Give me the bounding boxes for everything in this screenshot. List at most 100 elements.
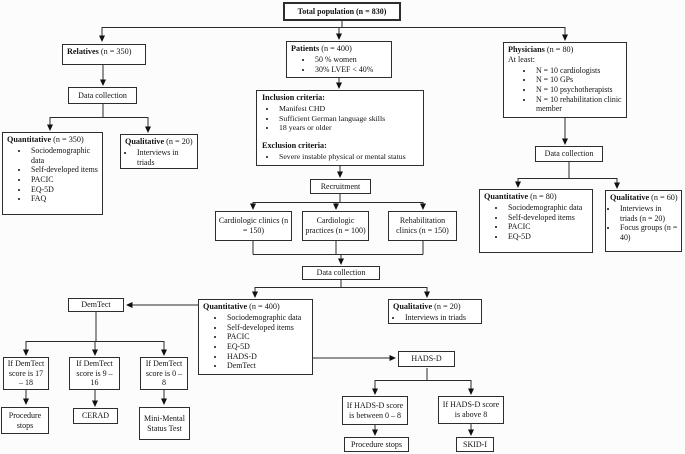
physicians-subtitle: At least: [508, 55, 535, 64]
bullet-item: N = 10 rehabilitation clinic member [534, 95, 624, 114]
node-header: Quantitative (n = 80) [480, 190, 592, 202]
header-rest: (n = 80) [528, 192, 557, 201]
bullet-list: Severe instable physical or mental statu… [257, 152, 423, 162]
header-bold: Qualitative [610, 193, 650, 202]
header-bold: Quantitative [203, 302, 248, 311]
node-cerad: CERAD [73, 408, 118, 424]
header-bold: Physicians [508, 45, 545, 54]
node-procedure-stops-right: Procedure stops [344, 437, 409, 452]
inclusion-criteria-title: Inclusion criteria: [262, 93, 325, 102]
node-label: Rehabilitation clinics (n = 150) [396, 216, 449, 235]
bullet-item: Focus groups (n = 40) [618, 223, 679, 242]
bullet-item: PACIC [506, 222, 590, 232]
bullet-item: Self-developed items [29, 165, 100, 175]
node-label: Procedure stops [351, 439, 402, 449]
node-label: SKID-I [463, 439, 487, 449]
bullet-item: Self-developed items [506, 213, 590, 223]
bullet-item: Sociodemographic data [29, 146, 100, 165]
bullet-item: EQ-5D [506, 232, 590, 242]
node-label: If DemTect score is 17 – 18 [7, 358, 45, 388]
bullet-item: Sociodemographic data [225, 313, 310, 323]
header-rest: (n = 350) [98, 47, 132, 56]
header-rest: (n = 400) [247, 302, 280, 311]
node-label: If HADS-D score is above 8 [442, 400, 500, 419]
bullet-item: 30% LVEF < 40% [313, 65, 389, 75]
node-label: Procedure stops [8, 410, 42, 430]
node-header: Relatives (n = 350) [63, 45, 145, 57]
bullet-item: PACIC [29, 175, 100, 185]
bullet-list: Interviews in triads [389, 313, 481, 323]
node-header: Quantitative (n = 350) [3, 133, 102, 145]
exclusion-criteria-title: Exclusion criteria: [262, 140, 327, 150]
bullet-item: Sociodemographic data [506, 203, 590, 213]
bullet-item: Self-developed items [225, 323, 310, 333]
node-physicians-quantitative: Quantitative (n = 80) Sociodemographic d… [479, 189, 593, 253]
node-label: Data collection [316, 268, 366, 278]
node-total-population: Total population (n = 830) [283, 2, 401, 21]
node-procedure-stops-left: Procedure stops [1, 407, 49, 434]
bullet-list: N = 10 cardiologists N = 10 GPs N = 10 p… [504, 66, 626, 114]
bullet-item: Manifest CHD [277, 104, 421, 114]
node-physicians-qualitative: Qualitative (n = 60) Interviews in triad… [605, 190, 682, 252]
header-bold: Qualitative [393, 302, 433, 311]
bullet-item: Sufficient German language skills [277, 114, 421, 124]
bullet-item: PACIC [225, 332, 310, 342]
node-label: Total population (n = 830) [297, 6, 387, 16]
bullet-list: Sociodemographic data Self-developed ite… [480, 203, 592, 242]
bullet-item: HADS-D [225, 352, 310, 362]
header-rest: (n = 20) [164, 137, 193, 146]
bullet-item: Severe instable physical or mental statu… [277, 152, 421, 162]
bullet-item: N = 10 GPs [534, 75, 624, 85]
bullet-list: Sociodemographic data Self-developed ite… [199, 313, 312, 371]
node-patients-quantitative: Quantitative (n = 400) Sociodemographic … [198, 299, 313, 375]
node-skid-i: SKID-I [456, 437, 494, 452]
bullet-item: FAQ [29, 194, 100, 204]
header-bold: Quantitative [7, 135, 52, 144]
header-rest: (n = 20) [432, 302, 461, 311]
header-bold: Quantitative [484, 192, 529, 201]
header-rest: (n = 400) [319, 44, 352, 53]
node-mid-data-collection: Data collection [302, 266, 380, 280]
bullet-item: N = 10 cardiologists [534, 66, 624, 76]
node-header: Physicians (n = 80) [504, 43, 626, 55]
node-demtect: DemTect [68, 298, 124, 312]
node-label: If HADS-D score is between 0 – 8 [346, 400, 404, 420]
bullet-list: Sociodemographic data Self-developed ite… [3, 146, 102, 204]
bullet-item: DemTect [225, 361, 310, 371]
bullet-item: Interviews in triads (n = 20) [618, 204, 679, 223]
bullet-item: Interviews in triads [135, 148, 195, 167]
node-cardiologic-practices: Cardiologic practices (n = 100) [302, 211, 369, 241]
node-header: Qualitative (n = 20) [389, 300, 481, 312]
bullet-list: Manifest CHD Sufficient German language … [257, 104, 423, 133]
node-mini-mental-status-test: Mini-Mental Status Test [139, 407, 190, 440]
node-recruitment: Recruitment [310, 179, 371, 194]
node-cardiologic-clinics: Cardiologic clinics (n = 150) [215, 211, 292, 241]
node-header: Qualitative (n = 60) [606, 191, 681, 203]
bullet-item: 50 % women [313, 55, 389, 65]
node-relatives: Relatives (n = 350) [62, 44, 146, 65]
node-header: Qualitative (n = 20) [121, 135, 197, 147]
node-label: If DemTect score is 9 – 16 [76, 358, 113, 388]
header-rest: (n = 350) [51, 135, 84, 144]
bullet-item: N = 10 psychotherapists [534, 85, 624, 95]
node-if-demtect-0-8: If DemTect score is 0 – 8 [140, 357, 188, 390]
header-rest: (n = 60) [649, 193, 678, 202]
node-label: Data collection [544, 149, 594, 159]
node-hadsd: HADS-D [398, 351, 455, 367]
node-physicians-data-collection: Data collection [535, 146, 603, 162]
bullet-list: Interviews in triads (n = 20) Focus grou… [606, 204, 681, 243]
node-header: Quantitative (n = 400) [199, 300, 312, 312]
node-label: Data collection [78, 90, 127, 100]
node-label: DemTect [81, 300, 111, 310]
header-bold: Patients [291, 44, 320, 53]
bullet-list: 50 % women 30% LVEF < 40% [287, 55, 391, 74]
node-inclusion-exclusion-criteria: Inclusion criteria: Manifest CHD Suffici… [256, 90, 424, 166]
node-label: Cardiologic practices (n = 100) [305, 216, 366, 235]
bullet-item: 18 years or older [277, 123, 421, 133]
node-patients: Patients (n = 400) 50 % women 30% LVEF <… [286, 41, 392, 78]
header-bold: Qualitative [125, 137, 165, 146]
node-patients-qualitative: Qualitative (n = 20) Interviews in triad… [388, 299, 482, 324]
node-relatives-qualitative: Qualitative (n = 20) Interviews in triad… [120, 134, 198, 169]
